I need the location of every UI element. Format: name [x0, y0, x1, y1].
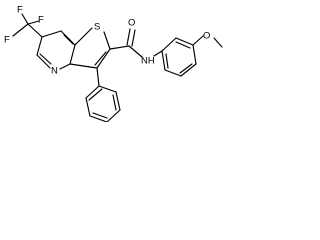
bond — [27, 20, 40, 25]
bond — [128, 45, 143, 58]
bond — [21, 13, 29, 25]
fluorine-atom-label: F — [38, 15, 44, 26]
bond — [192, 44, 197, 65]
bond — [153, 50, 163, 57]
bond — [60, 30, 76, 46]
bond — [109, 45, 130, 50]
bond — [180, 63, 197, 77]
bond — [115, 91, 121, 111]
bond — [96, 48, 111, 69]
fluorine-atom-label: F — [4, 35, 10, 46]
bond — [98, 85, 117, 93]
carbonyl-oxygen-label: O — [128, 18, 135, 29]
bond — [74, 27, 93, 46]
bond — [161, 50, 166, 71]
pyridine-nitrogen-label: N — [51, 66, 58, 77]
bond — [85, 85, 100, 99]
chemical-structure-diagram: F F F S O N NH O — [4, 5, 223, 122]
bond — [36, 54, 51, 69]
bond — [103, 31, 111, 50]
bond — [69, 44, 76, 65]
bond — [106, 109, 121, 122]
bond — [27, 23, 43, 38]
bond — [164, 69, 182, 77]
bond — [96, 67, 100, 87]
bond — [85, 97, 91, 117]
bond — [165, 53, 169, 69]
bond — [59, 63, 71, 70]
bond — [88, 88, 103, 101]
bond — [213, 37, 223, 48]
bond — [41, 30, 62, 38]
bond — [63, 34, 74, 45]
bond-lines — [12, 13, 223, 122]
bond — [126, 28, 131, 46]
amide-nitrogen-label: NH — [141, 56, 155, 67]
bond — [192, 35, 204, 46]
bond — [161, 37, 177, 52]
bond — [131, 29, 136, 47]
bond — [175, 41, 191, 49]
bond — [112, 94, 117, 111]
bond — [179, 63, 193, 74]
bond — [36, 36, 43, 56]
bond — [175, 37, 194, 46]
bond — [94, 51, 107, 66]
bond — [92, 112, 108, 119]
bond — [69, 63, 98, 69]
bond — [89, 115, 108, 122]
fluorine-atom-label: F — [17, 5, 23, 16]
methoxy-oxygen-label: O — [203, 31, 210, 42]
bond — [39, 53, 52, 65]
sulfur-atom-label: S — [94, 22, 100, 33]
bond — [12, 23, 29, 37]
